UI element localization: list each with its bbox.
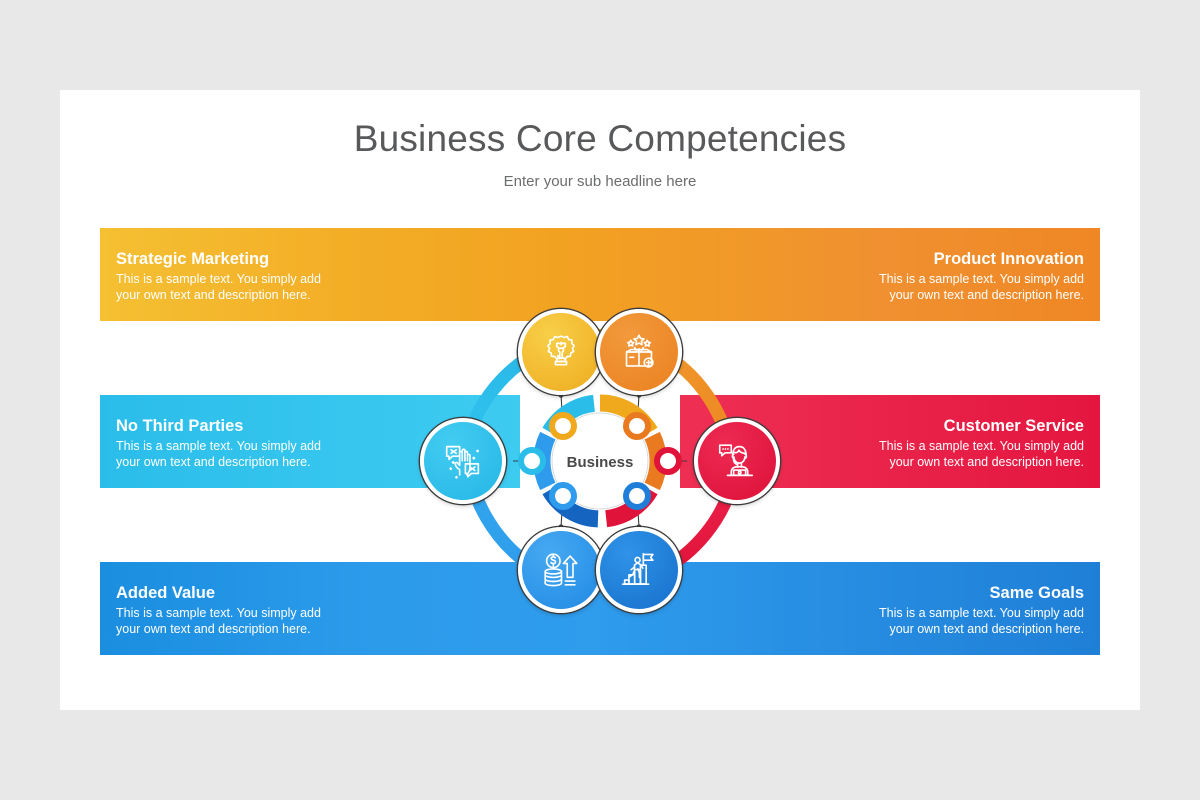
support-agent-icon xyxy=(718,444,754,477)
banner-description: This is a sample text. You simply add yo… xyxy=(116,439,321,469)
banner-description: This is a sample text. You simply add yo… xyxy=(879,439,1084,469)
coins-arrow-up-icon xyxy=(544,553,578,587)
hub-inner-disc xyxy=(551,412,649,510)
banner-description: This is a sample text. You simply add yo… xyxy=(116,272,321,302)
banner-title: Added Value xyxy=(116,584,216,602)
banner-description: This is a sample text. You simply add yo… xyxy=(116,606,321,636)
banner-title: Product Innovation xyxy=(933,250,1084,268)
climb-stairs-flag-icon xyxy=(621,552,654,585)
icon-bubble-product-innovation[interactable] xyxy=(596,309,682,395)
gear-chess-rook-icon xyxy=(546,335,576,366)
banner-same-goals[interactable]: Same Goals This is a sample text. You si… xyxy=(600,562,1100,655)
hand-stop-chat-icon xyxy=(445,445,480,479)
icon-bubble-no-third-parties[interactable] xyxy=(420,418,506,504)
hub-nodes xyxy=(518,412,682,510)
banner-description: This is a sample text. You simply add yo… xyxy=(879,606,1084,636)
banner-title: Same Goals xyxy=(989,584,1084,602)
page-subtitle: Enter your sub headline here xyxy=(503,173,697,190)
slide-canvas: Business Core Competencies Enter your su… xyxy=(60,90,1140,710)
banner-added-value[interactable]: Added Value This is a sample text. You s… xyxy=(100,562,600,655)
competency-wheel-diagram: Business xyxy=(350,208,850,678)
icon-bubble-customer-service[interactable] xyxy=(694,418,780,504)
banner-title: Customer Service xyxy=(943,417,1084,435)
icon-bubble-same-goals[interactable] xyxy=(596,527,682,613)
banner-strategic-marketing[interactable]: Strategic Marketing This is a sample tex… xyxy=(100,228,560,321)
banner-description: This is a sample text. You simply add yo… xyxy=(879,272,1084,302)
banner-title: Strategic Marketing xyxy=(116,250,270,268)
banner-product-innovation[interactable]: Product Innovation This is a sample text… xyxy=(560,228,1100,321)
hub-label: Business xyxy=(566,454,634,471)
icon-bubble-added-value[interactable] xyxy=(518,527,604,613)
icon-bubble-strategic-marketing[interactable] xyxy=(518,309,604,395)
page-title: Business Core Competencies xyxy=(353,118,847,159)
open-box-stars-icon xyxy=(625,334,654,368)
banner-title: No Third Parties xyxy=(116,417,244,435)
